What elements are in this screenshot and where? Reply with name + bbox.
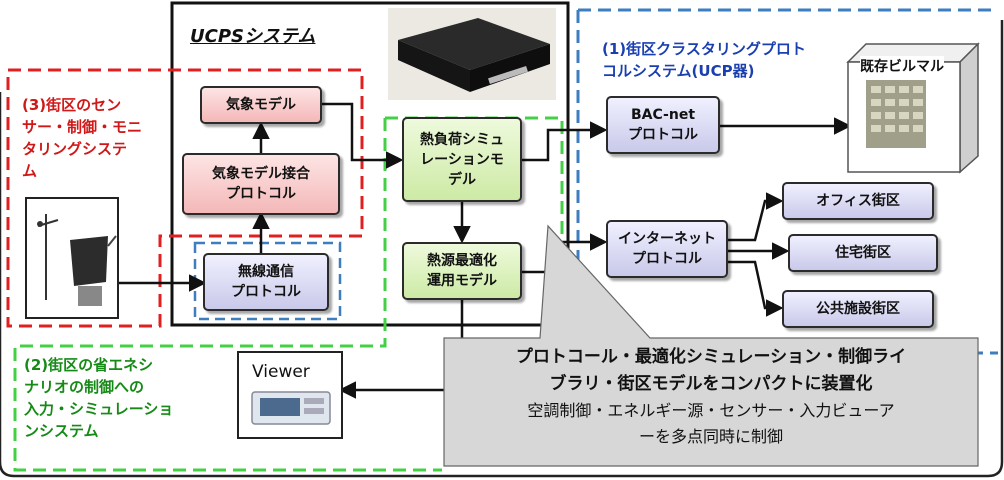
- callout-line-3: 空調制御・エネルギー源・センサー・入力ビューア: [527, 401, 895, 420]
- section-2-label: (2)街区の省エネシ ナリオの制御への 入力・シミュレーショ ンシステム: [24, 356, 174, 440]
- section-3-label: (3)街区のセン サー・制御・モニ タリングシステ ム: [22, 96, 143, 180]
- section-1-label: (1)街区クラスタリングプロト コルシステム(UCP器): [602, 40, 806, 80]
- existing-building-label: 既存ビルマル: [860, 56, 944, 76]
- sensor-picture: [25, 197, 119, 319]
- outer-frame: [0, 20, 1004, 478]
- arrow-heatload-bacnet: [522, 121, 608, 162]
- wireless-protocol-box: 無線通信 プロトコル: [203, 253, 329, 311]
- office-district-box: オフィス街区: [782, 182, 934, 220]
- heat-source-model-box: 熱源最適化 運用モデル: [402, 242, 522, 300]
- callout-shape: [443, 224, 979, 467]
- heat-load-model-box: 熱負荷シミュ レーションモ デル: [402, 117, 522, 202]
- public-district-box: 公共施設街区: [782, 290, 934, 328]
- ucps-frame: [170, 1, 570, 327]
- weather-protocol-box: 気象モデル接合 プロトコル: [182, 153, 340, 215]
- arrow-internet-public: [728, 260, 784, 317]
- weather-model-box: 気象モデル: [200, 86, 322, 124]
- callout-text: プロトコール・最適化シミュレーション・制御ライ ブラリ・街区モデルをコンパクトに…: [444, 344, 978, 450]
- callout-line-1: プロトコール・最適化シミュレーション・制御ライ: [515, 347, 907, 367]
- internet-protocol-box: インターネット プロトコル: [606, 220, 728, 278]
- arrow-weathermodel-heatload: [322, 102, 404, 169]
- callout-line-4: ーを多点同時に制御: [638, 427, 783, 446]
- viewer-picture: [237, 351, 343, 439]
- ucps-title: UCPSシステム: [190, 26, 316, 47]
- viewer-label: Viewer: [252, 362, 310, 382]
- callout-line-2: ブラリ・街区モデルをコンパクトに装置化: [549, 374, 873, 394]
- device-photo: [388, 8, 556, 100]
- red-dashed-region: [6, 68, 364, 328]
- arrow-internet-office: [728, 192, 784, 242]
- residential-district-box: 住宅街区: [788, 234, 938, 272]
- green-dashed-region: [13, 116, 564, 472]
- bacnet-protocol-box: BAC-net プロトコル: [606, 96, 720, 154]
